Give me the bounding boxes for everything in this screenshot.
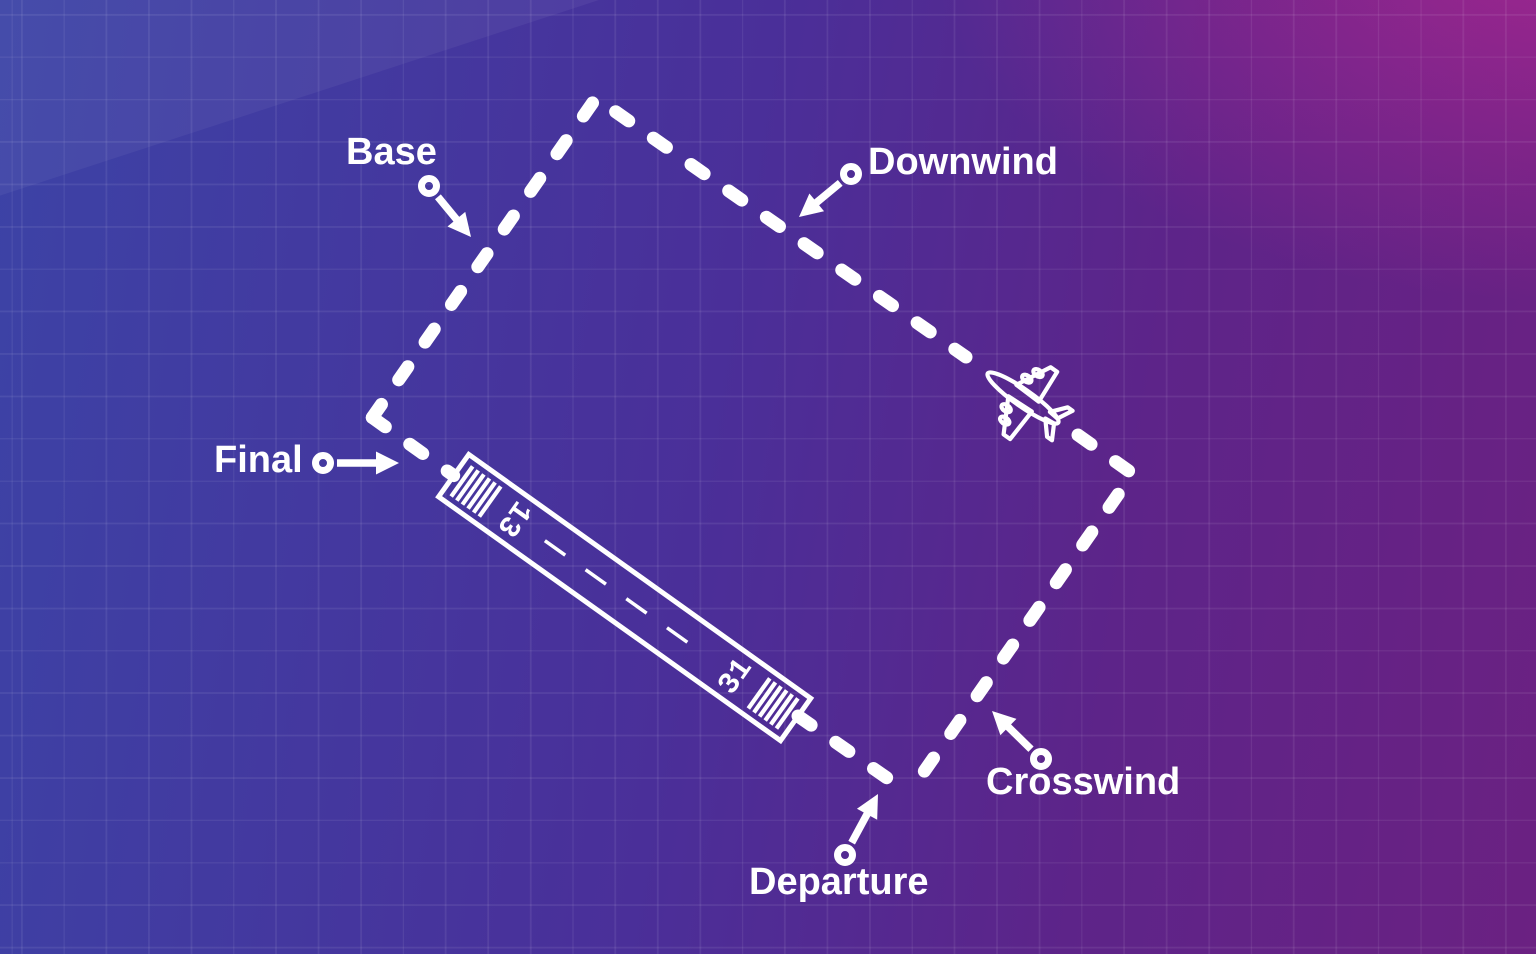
crosswind-ring-marker-icon [1030,748,1052,770]
airplane-left-stabilizer [1043,416,1057,443]
downwind-arrow-head [799,193,825,217]
downwind-arrow [799,163,862,217]
departure-arrow [834,794,878,866]
runway-threshold-bar [769,693,794,726]
runway-outline [435,450,815,745]
departure-leg-path [791,709,916,800]
airplane-right-stabilizer [1047,405,1075,421]
label-downwind: Downwind [868,141,1058,183]
airplane-icon [985,365,1075,443]
runway-centerline [543,539,706,656]
runway: 13 31 [435,450,815,745]
airplane-left-wing [1001,394,1034,442]
final-arrow [312,451,399,475]
airplane-right-wing [1014,365,1060,404]
traffic-pattern-path [365,91,1140,800]
base-downwind-leg-path [365,91,973,424]
runway-threshold-bar [763,689,789,722]
runway-threshold-bar [746,677,772,710]
runway-threshold-bar [774,697,800,730]
crosswind-arrow [992,711,1052,770]
final-leg-path [365,411,461,483]
crosswind-arrow-head [992,711,1017,736]
runway-threshold-bar [752,681,778,714]
runway-threshold-bar [757,685,783,718]
final-ring-marker-icon [312,452,334,474]
runway-threshold-stripes-13 [449,465,503,518]
callout-arrows [312,163,1052,866]
runway-threshold-bar [460,473,486,506]
label-departure: Departure [749,861,929,903]
runway-threshold-stripes-31 [746,677,800,730]
airplane-left-engine-1 [999,402,1013,415]
downwind-crosswind-leg-path [902,428,1140,800]
final-arrow-head [376,451,399,475]
runway-threshold-bar [477,485,503,518]
label-crosswind: Crosswind [986,761,1181,803]
airplane-right-engine-1 [1020,372,1034,385]
runway-threshold-bar [455,469,480,502]
label-final: Final [214,439,303,481]
runway-threshold-bar [466,477,492,510]
downwind-ring-marker-icon [840,163,862,185]
airplane-left-engine-2 [997,414,1012,427]
label-base: Base [346,131,437,173]
base-arrow [418,175,471,237]
runway-threshold-bar [449,465,475,498]
runway-threshold-bar [471,481,497,514]
departure-ring-marker-icon [834,844,856,866]
base-ring-marker-icon [418,175,440,197]
base-arrow-head [447,211,471,237]
airplane-right-engine-2 [1031,367,1045,380]
departure-arrow-head [856,794,878,820]
